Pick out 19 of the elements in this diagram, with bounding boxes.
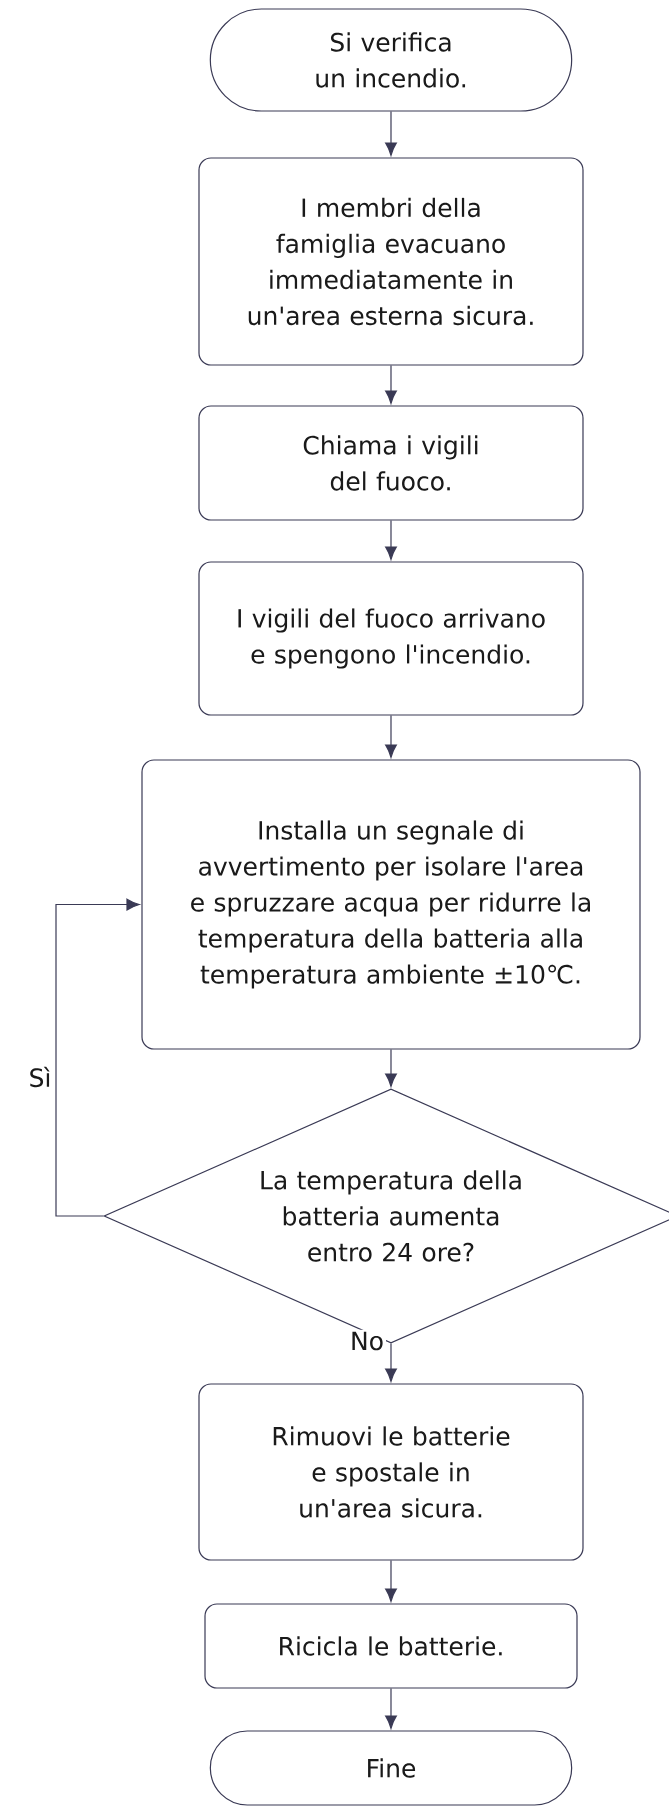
- terminal-box: Fine: [209, 1730, 573, 1806]
- process-box: Rimuovi le batterie e spostale in un'area sicura.: [198, 1383, 584, 1561]
- arrow: [385, 1688, 397, 1729]
- process-box: I membri della famiglia evacuano immediatamente in un'area esterna sicura.: [198, 157, 584, 366]
- process-box: Ricicla le batterie.: [204, 1603, 578, 1689]
- arrow: [385, 520, 397, 560]
- edge-label: Sì: [26, 1064, 54, 1090]
- arrow: [385, 111, 397, 156]
- arrow: [55, 898, 140, 1217]
- process-box: I vigili del fuoco arrivano e spengono l'incendio.: [198, 561, 584, 716]
- arrow: [385, 1343, 397, 1382]
- edge-label: No: [348, 1329, 386, 1353]
- arrow: [385, 1560, 397, 1602]
- arrow: [385, 1049, 397, 1087]
- process-box: Installa un segnale di avvertimento per isolare l'area e spruzzare acqua per ridurre la temperatura della batteria alla temperatura ambiente ±10℃.: [141, 759, 641, 1050]
- arrow: [385, 715, 397, 758]
- terminal-box: Si verifica un incendio.: [209, 8, 573, 112]
- process-box: Chiama i vigili del fuoco.: [198, 405, 584, 521]
- arrow: [385, 365, 397, 404]
